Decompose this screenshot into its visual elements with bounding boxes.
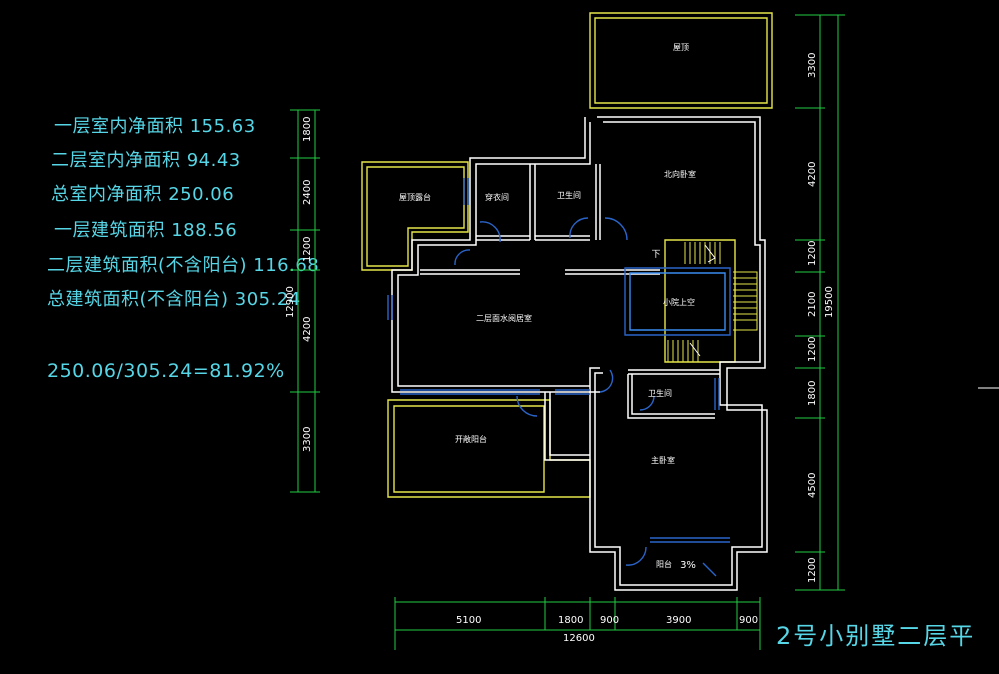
drawing-title: 2号小别墅二层平	[776, 622, 976, 650]
stair-down-label: 下	[651, 250, 660, 260]
room-roof: 屋顶	[673, 43, 689, 52]
dim-left-total: 12900	[285, 286, 296, 318]
dimension-texts: 1800 2400 1200 4200 3300 12900 3300 4200…	[285, 53, 835, 644]
dim-right-3: 1200	[807, 241, 818, 266]
area-line-1: 一层室内净面积 155.63	[54, 116, 256, 137]
room-balcony: 阳台	[656, 559, 672, 569]
dim-left-5: 3300	[302, 427, 313, 452]
dim-right-2: 4200	[807, 162, 818, 187]
room-cloakroom: 穿衣间	[485, 192, 509, 202]
area-line-6: 总建筑面积(不含阳台) 305.24	[47, 289, 301, 310]
dimension-lines	[290, 14, 845, 650]
walls	[391, 116, 768, 591]
dim-bottom-1: 5100	[456, 615, 481, 626]
stairs	[667, 242, 758, 362]
dim-left-4: 4200	[302, 317, 313, 342]
room-void: 小院上空	[663, 297, 695, 307]
area-line-3: 总室内净面积 250.06	[51, 184, 235, 205]
dim-right-8: 1200	[807, 558, 818, 583]
dim-left-2: 2400	[302, 180, 313, 205]
room-open-balcony: 开敞阳台	[455, 434, 487, 444]
dim-right-total: 19500	[824, 286, 835, 318]
room-labels: 屋顶 北向卧室 屋顶露台 穿衣间 卫生间 下 小院上空 二层面水阅居室 卫生间 …	[399, 43, 696, 571]
dim-bottom-total: 12600	[563, 633, 595, 644]
room-master-bedroom: 主卧室	[651, 455, 675, 465]
glazing	[387, 178, 731, 577]
dim-left-3: 1200	[302, 237, 313, 262]
dim-right-5: 1200	[807, 337, 818, 362]
area-line-4: 一层建筑面积 188.56	[54, 220, 238, 241]
dim-left-1: 1800	[302, 117, 313, 142]
dim-bottom-5: 900	[739, 615, 758, 626]
dim-bottom-4: 3900	[666, 615, 691, 626]
dim-right-7: 4500	[807, 473, 818, 498]
room-roof-terrace: 屋顶露台	[399, 192, 431, 202]
dim-bottom-2: 1800	[558, 615, 583, 626]
dim-bottom-3: 900	[600, 615, 619, 626]
room-north-bedroom: 北向卧室	[664, 169, 696, 179]
dim-right-1: 3300	[807, 53, 818, 78]
slope-label: 3%	[680, 560, 696, 571]
dim-right-6: 1800	[807, 381, 818, 406]
area-line-5: 二层建筑面积(不含阳台) 116.68	[47, 255, 320, 276]
room-living: 二层面水阅居室	[476, 313, 532, 323]
dim-right-4: 2100	[807, 292, 818, 317]
area-ratio: 250.06/305.24=81.92%	[47, 360, 285, 382]
room-bath-2: 卫生间	[648, 388, 672, 398]
room-bath-1: 卫生间	[557, 190, 581, 200]
area-line-2: 二层室内净面积 94.43	[51, 150, 241, 171]
